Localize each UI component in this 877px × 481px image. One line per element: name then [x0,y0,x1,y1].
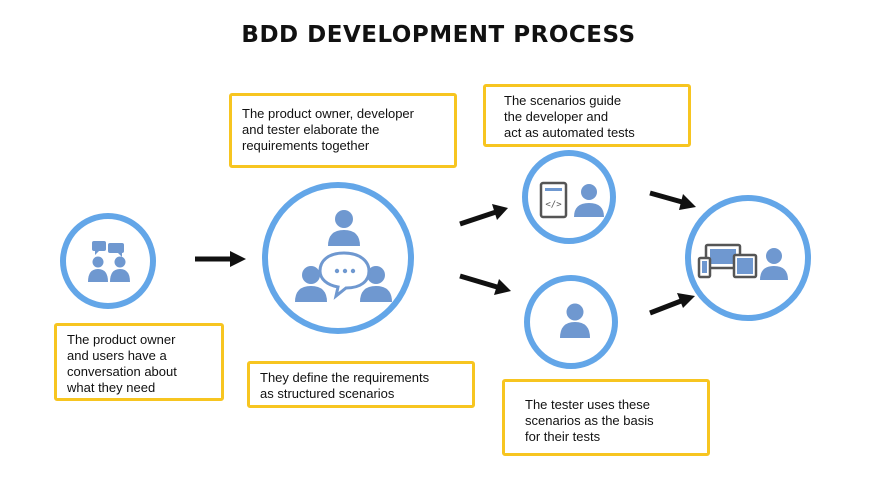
page-title: BDD DEVELOPMENT PROCESS [241,22,636,48]
note-line: The product owner, developer [242,106,414,121]
note-line: and users have a [67,348,167,363]
tester-circle [524,275,618,369]
tester-icon [560,303,590,338]
step-elaborate-note: The product owner, developer and tester … [229,93,457,168]
arrow-2-to-tester [459,273,511,295]
note-line: the developer and [504,109,609,124]
note-line: and tester elaborate the [242,122,380,137]
developer-circle [522,150,616,244]
note-line: requirements together [242,138,370,153]
arrow-1-to-2 [195,251,246,267]
step-scenarios-note: They define the requirements as structur… [247,361,475,408]
step-conversation-note: The product owner and users have a conve… [54,323,224,401]
note-line: They define the requirements [260,370,430,385]
conversation-circle [60,213,156,309]
arrow-developer-to-result [649,190,696,210]
arrow-2-to-developer [459,204,508,227]
arrow-tester-to-result [649,293,695,316]
note-line: The product owner [67,332,176,347]
devices-user-icon [697,243,788,280]
collaboration-icon [295,210,392,302]
developer-code-icon: </> [539,181,604,219]
note-line: act as automated tests [504,125,635,140]
note-line: The scenarios guide [504,93,622,108]
note-line: conversation about [67,364,177,379]
note-line: as structured scenarios [260,386,395,401]
note-line: scenarios as the basis [525,413,654,428]
note-line: The tester uses these [525,397,651,412]
step-developer-note: The scenarios guide the developer and ac… [483,84,691,147]
note-line: for their tests [525,429,601,444]
step-tester-note: The tester uses these scenarios as the b… [502,379,710,456]
note-line: what they need [67,380,156,395]
conversation-icon [88,241,130,282]
svg-text:</>: </> [545,200,562,210]
